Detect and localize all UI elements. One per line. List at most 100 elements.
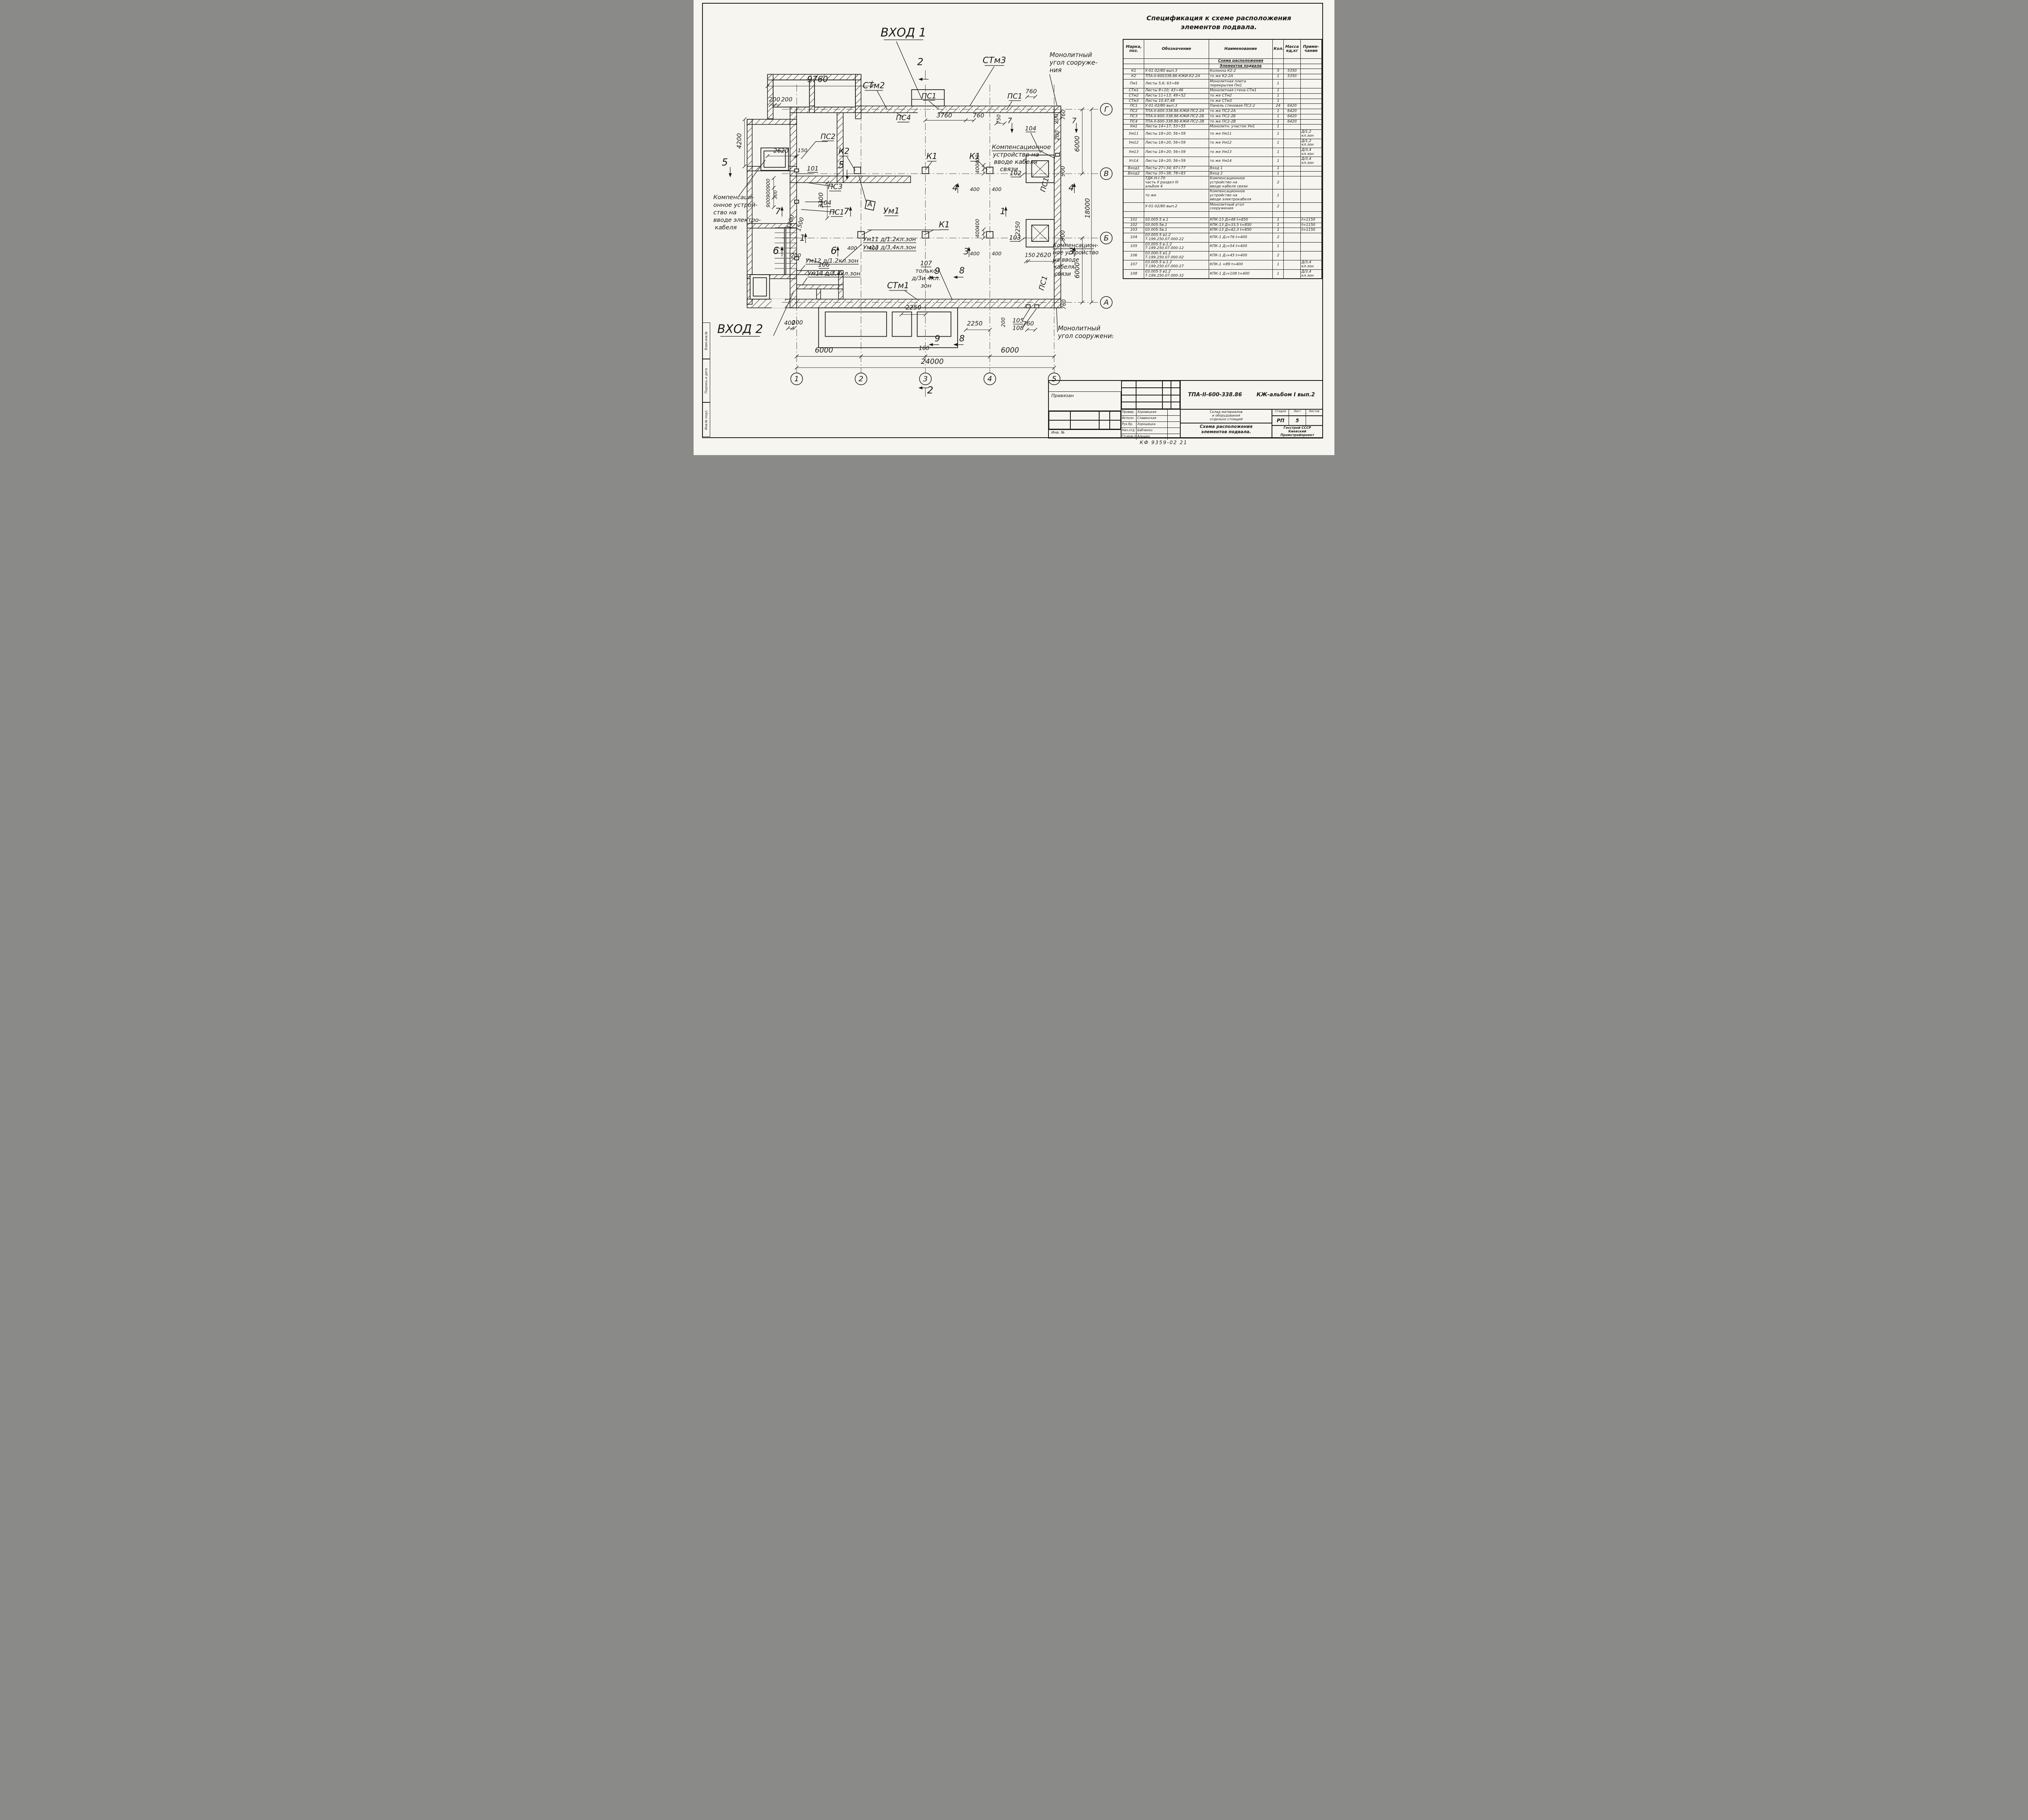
spec-cell: ПС1 bbox=[1123, 103, 1145, 110]
spec-cell bbox=[1283, 217, 1301, 223]
detail-mark-box bbox=[864, 200, 876, 211]
spec-cell: Элементов подвала bbox=[1208, 63, 1273, 69]
plan-label: ство на bbox=[713, 209, 737, 216]
plan-label: связи bbox=[1055, 271, 1071, 277]
axis-col-marker: 1 bbox=[794, 375, 799, 383]
axis-row-marker: В bbox=[1104, 170, 1109, 178]
plan-label: зон bbox=[921, 282, 931, 289]
stage-value-row: РП 5 bbox=[1272, 416, 1322, 425]
plan-label: 3 bbox=[964, 247, 969, 257]
plan-label: 400 bbox=[974, 164, 980, 174]
spec-header: Марка, поз. bbox=[1123, 39, 1145, 59]
signature-row: Провер.Хоровецкая bbox=[1121, 410, 1180, 416]
plan-label: 400 bbox=[992, 186, 1001, 192]
signature-name: Хоровецкая bbox=[1136, 410, 1168, 415]
spec-cell: К2 bbox=[1123, 74, 1145, 80]
spec-cell: то же Ум12 bbox=[1208, 138, 1273, 148]
spec-cell bbox=[1283, 124, 1301, 130]
spec-cell: Листы 11÷13; 49÷52 bbox=[1144, 93, 1209, 99]
plan-label: 760 bbox=[973, 112, 984, 119]
plan-label: Монолитный bbox=[1050, 51, 1092, 58]
spec-cell bbox=[1283, 222, 1301, 228]
spec-cell: то же ПС2-2Б bbox=[1208, 114, 1273, 120]
album-label: КЖ-альбом I вып.2 bbox=[1257, 392, 1315, 398]
plan-label: 200 bbox=[781, 96, 793, 103]
signature-name: Славинская bbox=[1136, 416, 1168, 421]
spec-cell bbox=[1283, 269, 1301, 279]
spec-cell: Вход 1 bbox=[1208, 165, 1273, 172]
sheets-value bbox=[1306, 416, 1322, 425]
spec-cell: СТм1 bbox=[1123, 88, 1145, 94]
spec-cell bbox=[1283, 98, 1301, 104]
spec-cell bbox=[1300, 189, 1322, 203]
spec-cell: 105 bbox=[1123, 242, 1145, 252]
spec-table: Марка, поз. Обозначение Наименование Кол… bbox=[1123, 39, 1322, 279]
plan-label: 2250 bbox=[906, 304, 921, 311]
spec-cell: Монолитная плита перекрытия Пм1 bbox=[1208, 79, 1273, 89]
plan-label: 7 bbox=[1072, 117, 1076, 125]
spec-header: Наименование bbox=[1208, 39, 1273, 59]
spec-cell: 5350 bbox=[1283, 69, 1301, 75]
spec-cell: 1 bbox=[1272, 228, 1284, 234]
spec-cell: Монолитная стена СТм1 bbox=[1208, 88, 1273, 94]
plan-label: К1 bbox=[926, 151, 937, 161]
spec-cell bbox=[1300, 114, 1322, 120]
plan-label: кабеля bbox=[715, 224, 737, 231]
spec-cell: Д/3,4 кл.зон bbox=[1300, 147, 1322, 157]
spec-cell bbox=[1283, 138, 1301, 148]
plan-label: 24000 bbox=[921, 358, 943, 366]
revision-grid bbox=[1121, 381, 1180, 409]
spec-cell: 1 bbox=[1272, 74, 1284, 80]
spec-cell bbox=[1272, 211, 1284, 218]
plan-label: 900 bbox=[1060, 230, 1066, 241]
axis-col-marker: 3 bbox=[923, 375, 928, 383]
spec-cell: 1 bbox=[1272, 114, 1284, 120]
plan-label: 760 bbox=[1061, 110, 1067, 120]
spec-cell bbox=[1144, 63, 1209, 69]
sheet-number: 5 bbox=[1289, 416, 1306, 425]
stairs bbox=[774, 227, 797, 275]
spec-cell: 1 bbox=[1272, 217, 1284, 223]
plan-label: 150 bbox=[797, 147, 807, 153]
spec-title-line2: элементов подвала. bbox=[1181, 23, 1257, 31]
plan-label: 9 bbox=[935, 333, 940, 344]
spec-cell: 1 bbox=[1272, 129, 1284, 139]
spec-header: Масса ед,кг bbox=[1283, 39, 1301, 59]
spec-cell: то же Ум11 bbox=[1208, 129, 1273, 139]
plan-label: ВХОД 1 bbox=[881, 26, 926, 39]
spec-row bbox=[1123, 211, 1322, 218]
spec-cell: Д/1,2 кл.зон bbox=[1300, 138, 1322, 148]
spec-cell: Листы 18÷20; 56÷59 bbox=[1144, 147, 1209, 157]
spec-cell: Компенсационное устройство на вводе кабе… bbox=[1208, 176, 1273, 190]
spec-header-row: Марка, поз. Обозначение Наименование Кол… bbox=[1123, 39, 1322, 59]
signature-scribble bbox=[1168, 434, 1180, 440]
spec-cell bbox=[1300, 69, 1322, 75]
plan-label: устройство на bbox=[993, 151, 1039, 158]
spec-cell: 03.000-5 в1.2 Т-199.250.07.000-02 bbox=[1144, 251, 1209, 261]
spec-cell: 6420 bbox=[1283, 119, 1301, 125]
plan-label: Компенсацион- bbox=[1053, 243, 1098, 249]
plan-label: Ум14 д/3,4кл.зон bbox=[808, 270, 860, 277]
spec-title-line1: Спецификация к схеме расположения bbox=[1146, 14, 1291, 22]
inv-no-cell: Инв. № bbox=[1049, 430, 1121, 438]
edge-field-inv: Инв.№ подл. bbox=[702, 402, 710, 437]
spec-cell: 1 bbox=[1272, 147, 1284, 157]
plan-label: 760 bbox=[1061, 299, 1067, 309]
spec-cell bbox=[1283, 129, 1301, 139]
spec-cell: то же СТм2 bbox=[1208, 93, 1273, 99]
spec-cell: КПК-1 Д₁=76 t=400 bbox=[1208, 233, 1273, 243]
plan-label: ПС2 bbox=[821, 133, 836, 141]
spec-cell: 03.005-5 в.1 bbox=[1144, 217, 1209, 223]
spec-cell bbox=[1300, 165, 1322, 172]
spec-cell: 03.005-5 в1.2 Т-199.250.07.000-22 bbox=[1144, 233, 1209, 243]
plan-label: 760 bbox=[1023, 320, 1034, 327]
axis-col-marker: 5 bbox=[1052, 375, 1057, 383]
spec-cell: Ум11 bbox=[1123, 129, 1145, 139]
